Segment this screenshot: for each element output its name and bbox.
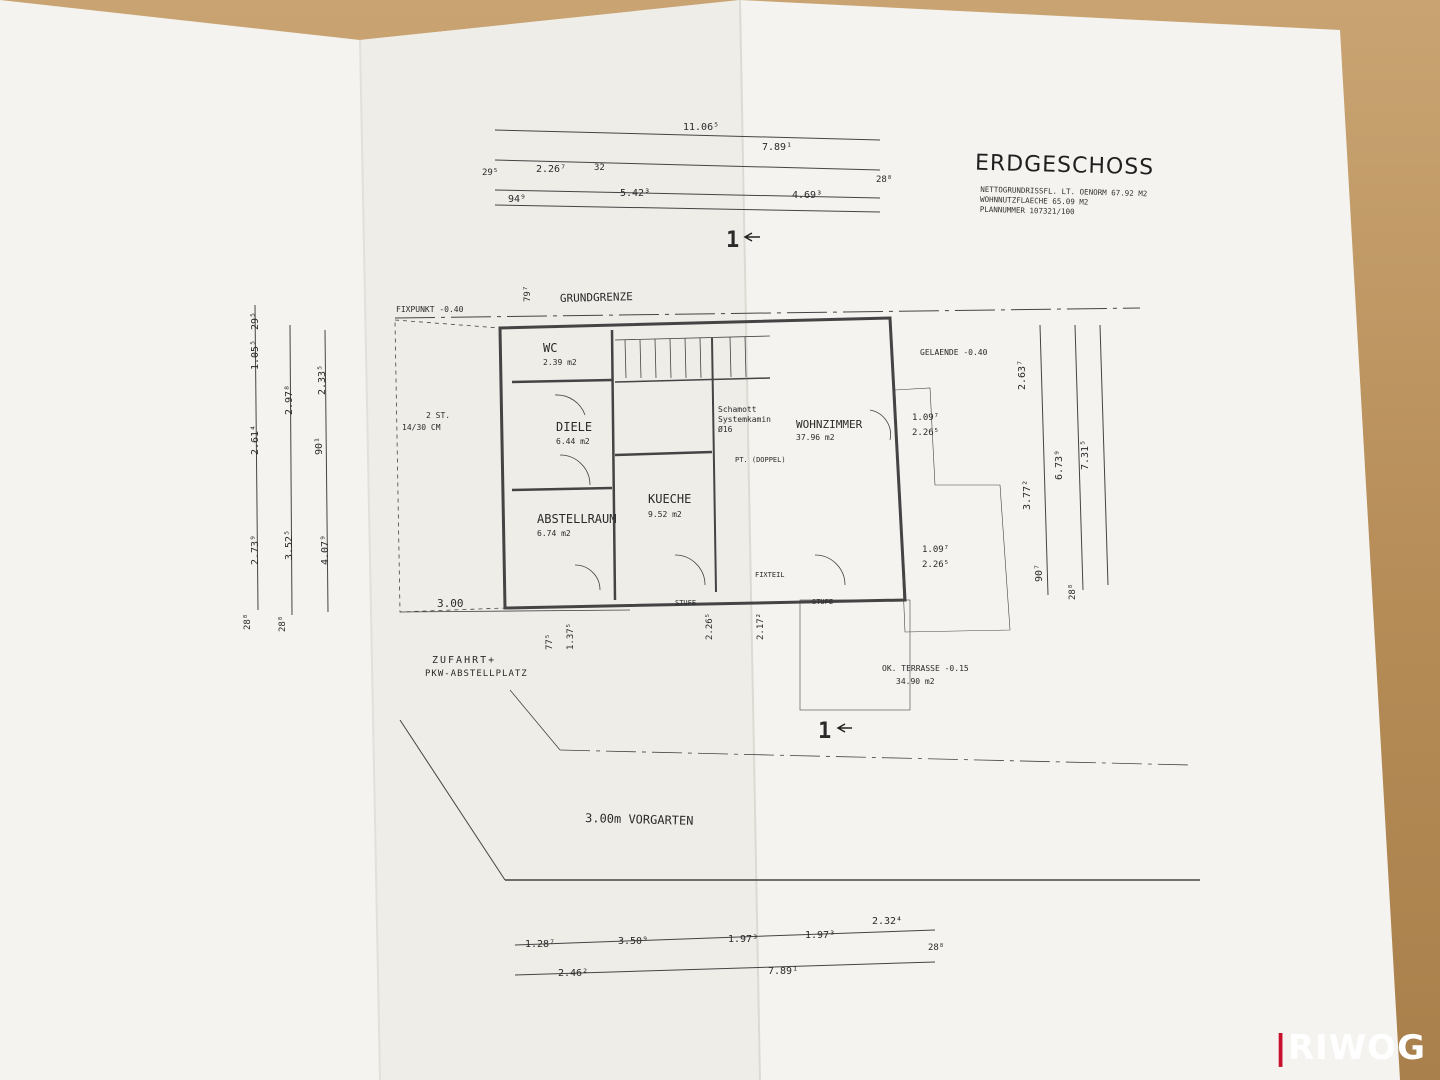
dim-bottom-6: 2.46² bbox=[558, 968, 588, 979]
room-area-wc: 2.39 m2 bbox=[543, 358, 577, 367]
kamin-label-2: Systemkamin bbox=[718, 415, 771, 424]
dim-top-5: 28⁸ bbox=[876, 175, 892, 185]
dim-right-0: 2.63⁷ bbox=[1017, 360, 1028, 390]
logo-text: RIWOG bbox=[1287, 1028, 1426, 1068]
doppel-label: PT. (DOPPEL) bbox=[735, 456, 786, 464]
room-area-abstellraum: 6.74 m2 bbox=[537, 529, 571, 538]
kamin-label-1: Schamott bbox=[718, 405, 757, 414]
section-marker-top: 1 bbox=[726, 228, 739, 253]
plan-title: ERDGESCHOSS bbox=[974, 150, 1155, 181]
stufe-label-2: STUFE bbox=[812, 598, 833, 606]
dim-top-7: 5.42³ bbox=[620, 188, 650, 199]
dim-top-3: 2.26⁷ bbox=[536, 164, 566, 175]
room-name-wohnzimmer: WOHNZIMMER bbox=[796, 418, 863, 431]
dim-inner-3: 2.26⁵ bbox=[922, 560, 949, 570]
room-name-wc: WC bbox=[543, 341, 557, 355]
dim-bottom-2: 1.97³ bbox=[728, 934, 758, 945]
stairs-size-label: 14/30 CM bbox=[402, 423, 441, 432]
riwog-logo: |RIWOG bbox=[1274, 1028, 1426, 1068]
room-name-diele: DIELE bbox=[556, 420, 592, 434]
dim-left-1: 1.05⁵ bbox=[250, 340, 261, 370]
zufahrt-label: ZUFAHRT+ bbox=[432, 655, 496, 666]
dim-left-3: 2.73⁹ bbox=[250, 535, 261, 565]
room-area-diele: 6.44 m2 bbox=[556, 437, 590, 446]
dim-right-1: 3.77² bbox=[1022, 480, 1033, 510]
dim-inner-1: 2.26⁵ bbox=[912, 428, 939, 438]
section-marker-bottom: 1 bbox=[818, 719, 831, 744]
dim-left-7: 4.07⁹ bbox=[320, 535, 331, 565]
dim-bottom-1: 3.50⁹ bbox=[618, 936, 648, 947]
fixteil-label: FIXTEIL bbox=[755, 571, 785, 579]
dim-bottom-7: 7.89¹ bbox=[768, 966, 798, 977]
dim-top-6: 94⁹ bbox=[508, 194, 526, 205]
dim-right-2: 6.73⁹ bbox=[1054, 450, 1065, 480]
dim-inner-6: 77⁵ bbox=[545, 634, 555, 650]
dim-right-3: 7.31⁵ bbox=[1080, 440, 1091, 470]
dim-left-5: 2.97⁸ bbox=[284, 385, 295, 415]
zufahrt-label-2: PKW-ABSTELLPLATZ bbox=[425, 669, 528, 679]
terrasse-area: 34.90 m2 bbox=[896, 677, 935, 686]
dim-bottom-3: 1.97³ bbox=[805, 930, 835, 941]
dim-left-10: 28⁸ bbox=[278, 616, 288, 632]
dim-bottom-5: 28⁸ bbox=[928, 943, 944, 953]
dim-left-0: 29⁵ bbox=[250, 312, 261, 330]
stairs-label: 2 ST. bbox=[426, 411, 450, 420]
dim-right-4: 90⁷ bbox=[1034, 564, 1045, 582]
kamin-label-3: Ø16 bbox=[718, 424, 733, 434]
dim-left-8: 2.33⁵ bbox=[317, 365, 328, 395]
terrasse-label: OK. TERRASSE -0.15 bbox=[882, 664, 969, 673]
paper-fold-shade bbox=[360, 0, 760, 1080]
vorgarten-label: 3.00m VORGARTEN bbox=[585, 811, 694, 828]
dim-300: 3.00 bbox=[437, 597, 464, 610]
room-area-wohnzimmer: 37.96 m2 bbox=[796, 433, 835, 442]
dim-inner-8: 79⁷ bbox=[523, 286, 533, 302]
room-name-abstellraum: ABSTELLRAUM bbox=[537, 512, 616, 526]
dim-inner-4: 2.17² bbox=[756, 613, 766, 640]
dim-top-8: 4.69³ bbox=[792, 190, 822, 201]
dim-inner-7: 2.26⁵ bbox=[705, 613, 715, 640]
room-area-kueche: 9.52 m2 bbox=[648, 510, 682, 519]
dim-top-1: 7.89¹ bbox=[762, 142, 792, 153]
dim-left-6: 90¹ bbox=[314, 437, 325, 455]
room-name-kueche: KUECHE bbox=[648, 492, 691, 506]
dim-top-4: 32 bbox=[594, 163, 605, 173]
dim-bottom-0: 1.28⁷ bbox=[525, 939, 555, 950]
gelaende-label: GELAENDE -0.40 bbox=[920, 348, 988, 357]
dim-right-5: 28⁸ bbox=[1068, 584, 1078, 600]
dim-top-2: 29⁵ bbox=[482, 168, 498, 178]
dim-left-9: 28⁸ bbox=[243, 614, 253, 630]
dim-inner-2: 1.09⁷ bbox=[922, 545, 949, 555]
grundgrenze-label: GRUNDGRENZE bbox=[560, 290, 633, 305]
dim-inner-5: 1.37⁵ bbox=[566, 623, 576, 650]
stufe-label: STUFE bbox=[675, 599, 696, 607]
fixpunkt-label: FIXPUNKT -0.40 bbox=[396, 305, 464, 314]
dim-bottom-4: 2.32⁴ bbox=[872, 916, 902, 927]
dim-top-0: 11.06⁵ bbox=[683, 122, 719, 133]
plan-info: NETTOGRUNDRISSFL. LT. OENORM 67.92 M2 WO… bbox=[980, 185, 1148, 219]
dim-inner-0: 1.09⁷ bbox=[912, 413, 939, 423]
dim-left-4: 3.52⁵ bbox=[284, 530, 295, 560]
dim-left-2: 2.61⁴ bbox=[250, 425, 261, 455]
